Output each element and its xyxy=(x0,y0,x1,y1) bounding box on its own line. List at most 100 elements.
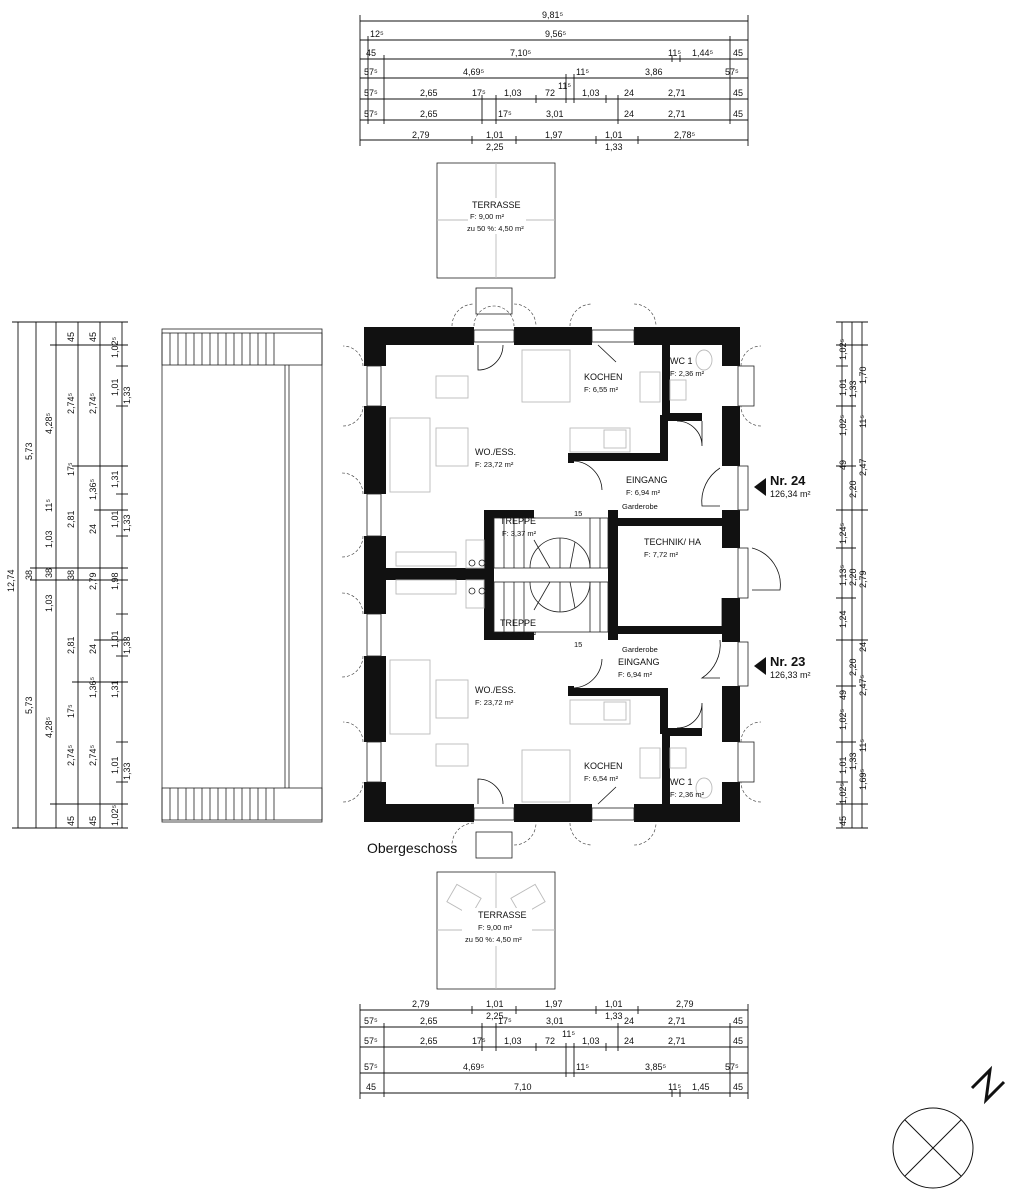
top-dim-label: 11⁵ xyxy=(558,81,571,91)
garderobe-label: Garderobe xyxy=(622,502,658,511)
bottom-dim-label: 2,79 xyxy=(676,999,694,1009)
bottom-dim-label: 24 xyxy=(624,1016,634,1026)
top-dim-label: 1,01 xyxy=(605,130,623,140)
top-dim-label: 2,71 xyxy=(668,109,686,119)
room-name: KOCHEN xyxy=(584,761,623,771)
bottom-dim-label: 11⁵ xyxy=(668,1082,681,1092)
unit-area: 126,33 m² xyxy=(770,670,811,680)
right-dim-label: 2,79 xyxy=(858,570,868,588)
unit-number: Nr. 24 xyxy=(770,473,806,488)
bottom-dim-label: 2,65 xyxy=(420,1016,438,1026)
left-dim-label: 2,74⁵ xyxy=(88,392,98,414)
top-dim-label: 1,03 xyxy=(504,88,522,98)
top-dim-label: 1,33 xyxy=(605,142,623,152)
bottom-dim-label: 2,79 xyxy=(412,999,430,1009)
bottom-dimension-chain: 2,79 1,01 1,97 1,01 2,79 2,25 1,33 57⁵ 2… xyxy=(359,999,749,1099)
bottom-dim-label: 2,71 xyxy=(668,1016,686,1026)
left-dim-label: 1,31 xyxy=(110,470,120,488)
balcony-left xyxy=(161,328,323,823)
room-name: EINGANG xyxy=(618,657,660,667)
top-dim-label: 4,69⁵ xyxy=(463,67,485,77)
right-dim-label: 11⁵ xyxy=(858,739,868,752)
right-dim-label: 1,02⁵ xyxy=(838,708,848,730)
left-dim-label: 24 xyxy=(88,524,98,534)
bottom-dim-label: 45 xyxy=(733,1016,743,1026)
left-dim-label: 45 xyxy=(66,816,76,826)
bottom-dim-label: 57⁵ xyxy=(364,1062,378,1072)
terrace-bottom: TERRASSE F: 9,00 m² zu 50 %: 4,50 m² xyxy=(436,871,556,990)
right-dim-label: 11⁵ xyxy=(858,415,868,428)
furniture xyxy=(389,349,713,803)
room-area: F: 2,36 m² xyxy=(670,369,705,378)
bottom-dim-label: 11⁵ xyxy=(576,1062,589,1072)
left-dim-label: 17⁵ xyxy=(66,704,76,718)
right-dim-label: 1,24⁵ xyxy=(838,522,848,544)
left-dim-label: 1,01 xyxy=(110,510,120,528)
room-name: TECHNIK/ HA xyxy=(644,537,701,547)
bottom-dim-label: 45 xyxy=(366,1082,376,1092)
room-area-extra: zu 50 %: 4,50 m² xyxy=(465,935,522,944)
north-arrow-icon xyxy=(892,1065,1006,1189)
room-area: F: 3,37 m² xyxy=(502,529,537,538)
left-dim-label: 1,02⁵ xyxy=(110,336,120,358)
room-name: WC 1 xyxy=(670,777,693,787)
bottom-dim-label: 4,69⁵ xyxy=(463,1062,485,1072)
left-dim-label: 1,01 xyxy=(110,756,120,774)
bottom-dim-label: 57⁵ xyxy=(725,1062,739,1072)
top-dim-label: 2,65 xyxy=(420,109,438,119)
left-dim-label: 2,79 xyxy=(88,572,98,590)
left-dim-label: 1,36⁵ xyxy=(88,478,98,500)
stairs-bottom xyxy=(493,581,609,633)
left-dim-label: 38 xyxy=(66,570,76,580)
room-area: F: 6,94 m² xyxy=(626,488,661,497)
top-dim-label: 24 xyxy=(624,109,634,119)
bottom-dim-label: 2,25 xyxy=(486,1011,504,1021)
room-area: F: 6,55 m² xyxy=(584,385,619,394)
left-dim-label: 24 xyxy=(88,644,98,654)
top-dim-label: 12⁵ xyxy=(370,29,384,39)
left-dim-label: 2,81 xyxy=(66,510,76,528)
top-dim-label: 2,65 xyxy=(420,88,438,98)
top-dim-label: 11⁵ xyxy=(576,67,589,77)
room-name: WC 1 xyxy=(670,356,693,366)
top-dim-label: 57⁵ xyxy=(364,67,378,77)
right-dim-label: 49 xyxy=(838,460,848,470)
top-dim-label: 1,44⁵ xyxy=(692,48,714,58)
unit-markers: Nr. 24 126,34 m² Nr. 23 126,33 m² xyxy=(754,473,811,680)
unit-number: Nr. 23 xyxy=(770,654,805,669)
left-dim-label: 45 xyxy=(88,816,98,826)
building-walls xyxy=(363,326,741,823)
room-area-extra: zu 50 %: 4,50 m² xyxy=(467,224,524,233)
unit-arrow-icon xyxy=(754,657,766,675)
right-dim-label: 2,20 xyxy=(848,568,858,586)
left-dim-label: 1,33 xyxy=(122,762,132,780)
top-dim-label: 2,25 xyxy=(486,142,504,152)
left-dim-label: 1,01 xyxy=(110,378,120,396)
bottom-dim-label: 1,33 xyxy=(605,1011,623,1021)
right-dim-label: 1,02⁵ xyxy=(838,414,848,436)
top-dim-label: 57⁵ xyxy=(364,88,378,98)
right-dim-label: 1,70 xyxy=(858,366,868,384)
left-dim-label: 4,28⁵ xyxy=(44,412,54,434)
bottom-dim-label: 57⁵ xyxy=(364,1036,378,1046)
bottom-dim-label: 17⁵ xyxy=(498,1016,512,1026)
room-area: F: 23,72 m² xyxy=(475,460,514,469)
top-dim-total: 9,81⁵ xyxy=(542,10,564,20)
terrace-top: TERRASSE F: 9,00 m² zu 50 %: 4,50 m² xyxy=(436,162,556,279)
top-dim-label: 57⁵ xyxy=(725,67,739,77)
left-dim-label: 1,33 xyxy=(122,386,132,404)
left-dim-label: 1,03 xyxy=(44,594,54,612)
room-name: WO./ESS. xyxy=(475,447,516,457)
left-dim-label: 1,36⁵ xyxy=(88,676,98,698)
top-dim-label: 57⁵ xyxy=(364,109,378,119)
right-dim-label: 2,20 xyxy=(848,480,858,498)
bottom-dim-label: 1,97 xyxy=(545,999,563,1009)
top-dim-label: 1,97 xyxy=(545,130,563,140)
bottom-dim-label: 72 xyxy=(545,1036,555,1046)
bottom-dim-label: 1,03 xyxy=(582,1036,600,1046)
room-name: TREPPE xyxy=(500,618,536,628)
room-name: EINGANG xyxy=(626,475,668,485)
bottom-dim-label: 2,65 xyxy=(420,1036,438,1046)
left-dim-label: 17⁵ xyxy=(66,462,76,476)
